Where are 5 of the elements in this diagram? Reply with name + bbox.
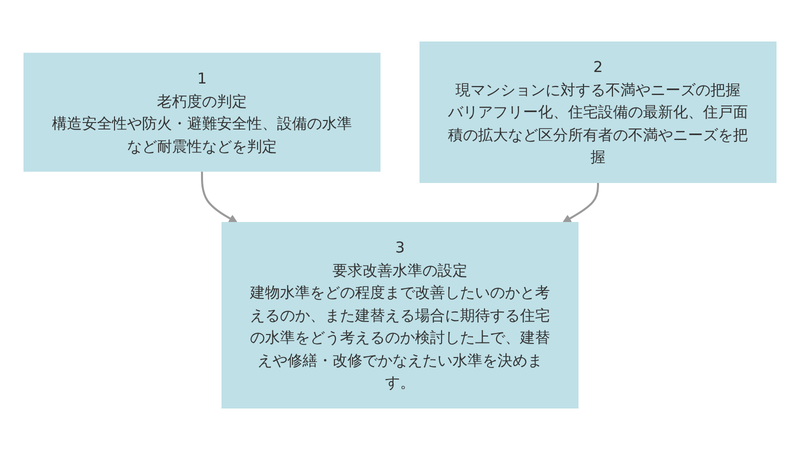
node-box: 2 現マンションに対する不満やニーズの把握 バリアフリー化、住宅設備の最新化、住戸面積の拡大など区分所有者の不満やニーズを把握 [420, 42, 776, 183]
arrow [201, 171, 238, 223]
node-box: 1 老朽度の判定 構造安全性や防火・避難安全性、設備の水準など耐震性などを判定 [24, 52, 380, 172]
node-box: 3 要求改善水準の設定 建物水準をどの程度まで改善したいのかと考えるのか、また建替える場合に期待する住宅の水準をどう考えるのか検討した上で、建替えや修繕・改修でかなえたい水準を決めます。 [222, 222, 578, 408]
arrow [562, 182, 599, 223]
